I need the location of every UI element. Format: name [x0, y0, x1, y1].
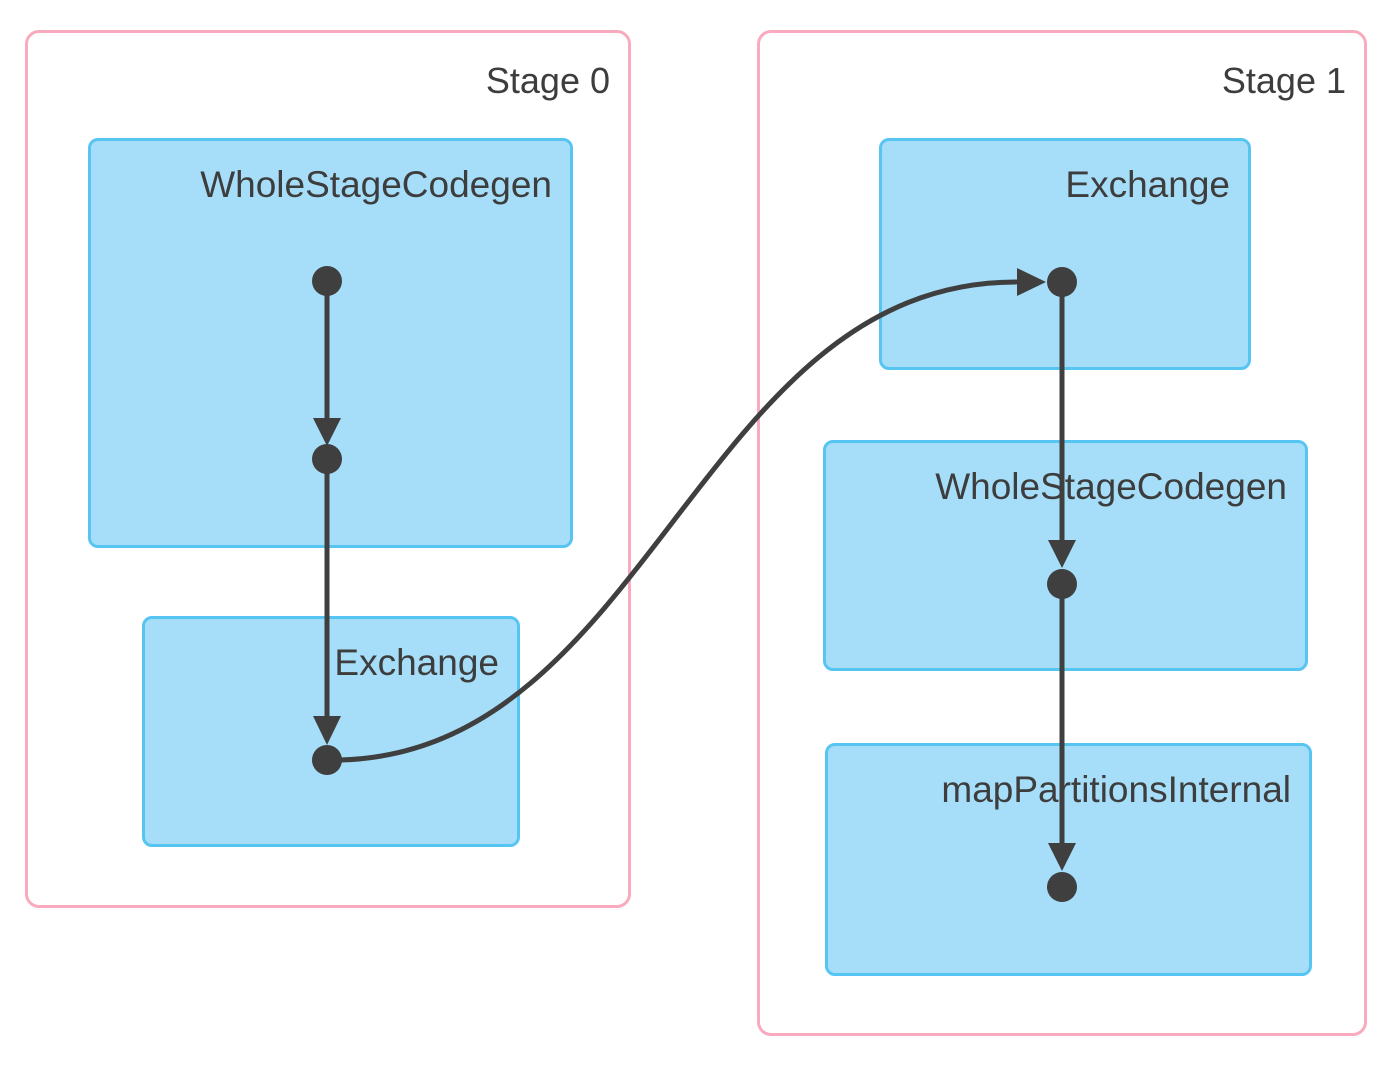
stage-0-group[interactable]: Stage 0 WholeStageCodegen Exchange [25, 30, 631, 908]
node-stage0-exchange[interactable]: Exchange [142, 616, 520, 847]
node-stage0-exchange-label: Exchange [334, 642, 499, 683]
stage-1-group[interactable]: Stage 1 Exchange WholeStageCodegen mapPa… [757, 30, 1367, 1036]
node-stage1-mappartitionsinternal-label: mapPartitionsInternal [941, 769, 1291, 810]
stage-1-label: Stage 1 [1221, 60, 1346, 101]
node-stage1-exchange[interactable]: Exchange [879, 138, 1251, 370]
stage-0-label: Stage 0 [485, 60, 610, 101]
node-stage0-wholestagecodegen[interactable]: WholeStageCodegen [88, 138, 573, 548]
node-stage1-wholestagecodegen[interactable]: WholeStageCodegen [823, 440, 1308, 671]
node-stage1-mappartitionsinternal[interactable]: mapPartitionsInternal [825, 743, 1312, 976]
node-stage1-exchange-label: Exchange [1065, 164, 1230, 205]
node-stage0-wholestagecodegen-label: WholeStageCodegen [200, 164, 552, 205]
node-stage1-wholestagecodegen-label: WholeStageCodegen [935, 466, 1287, 507]
